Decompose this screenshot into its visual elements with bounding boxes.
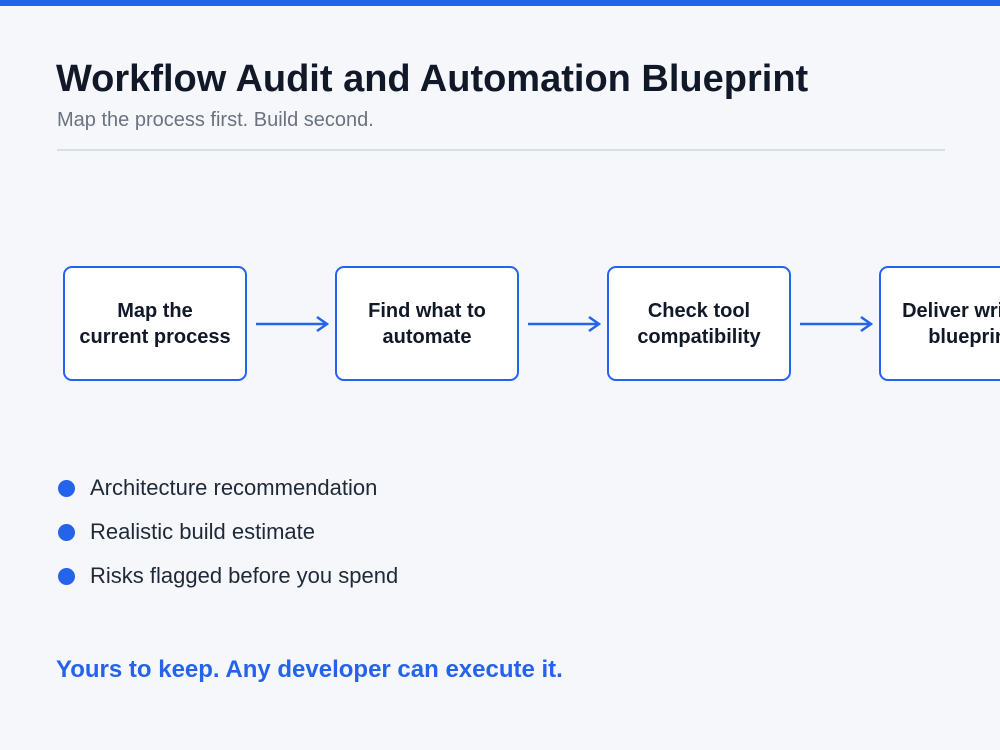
flow-step-find-automation: Find what to automate xyxy=(335,266,519,381)
list-item-text: Risks flagged before you spend xyxy=(90,563,399,588)
flow-step-label: Map the current process xyxy=(79,299,231,348)
top-accent-bar xyxy=(0,0,1000,6)
flow-step-check-tools: Check tool compatibility xyxy=(607,266,791,381)
page-title: Workflow Audit and Automation Blueprint xyxy=(56,58,809,100)
bullet-dot-icon xyxy=(58,568,75,585)
flow-step-label: Check tool compatibility xyxy=(637,299,761,348)
deliverables-list: Architecture recommendation Realistic bu… xyxy=(58,472,398,604)
list-item: Architecture recommendation xyxy=(58,472,398,516)
page-subtitle: Map the process first. Build second. xyxy=(57,109,374,131)
list-item-text: Realistic build estimate xyxy=(90,519,315,544)
list-item: Risks flagged before you spend xyxy=(58,560,398,604)
header-divider xyxy=(57,149,945,151)
flow-arrow-icon xyxy=(528,315,602,333)
flow-step-label: Deliver written blueprint xyxy=(902,299,1000,348)
list-item: Realistic build estimate xyxy=(58,516,398,560)
flow-arrow-icon xyxy=(256,315,330,333)
bullet-dot-icon xyxy=(58,524,75,541)
flow-arrow-icon xyxy=(800,315,874,333)
process-flow: Map the current process Find what to aut… xyxy=(0,265,1000,387)
flow-step-map-process: Map the current process xyxy=(63,266,247,381)
flow-step-label: Find what to automate xyxy=(368,299,486,348)
flow-step-deliver-blueprint: Deliver written blueprint xyxy=(879,266,1000,381)
tagline: Yours to keep. Any developer can execute… xyxy=(56,656,563,683)
bullet-dot-icon xyxy=(58,480,75,497)
list-item-text: Architecture recommendation xyxy=(90,475,378,500)
